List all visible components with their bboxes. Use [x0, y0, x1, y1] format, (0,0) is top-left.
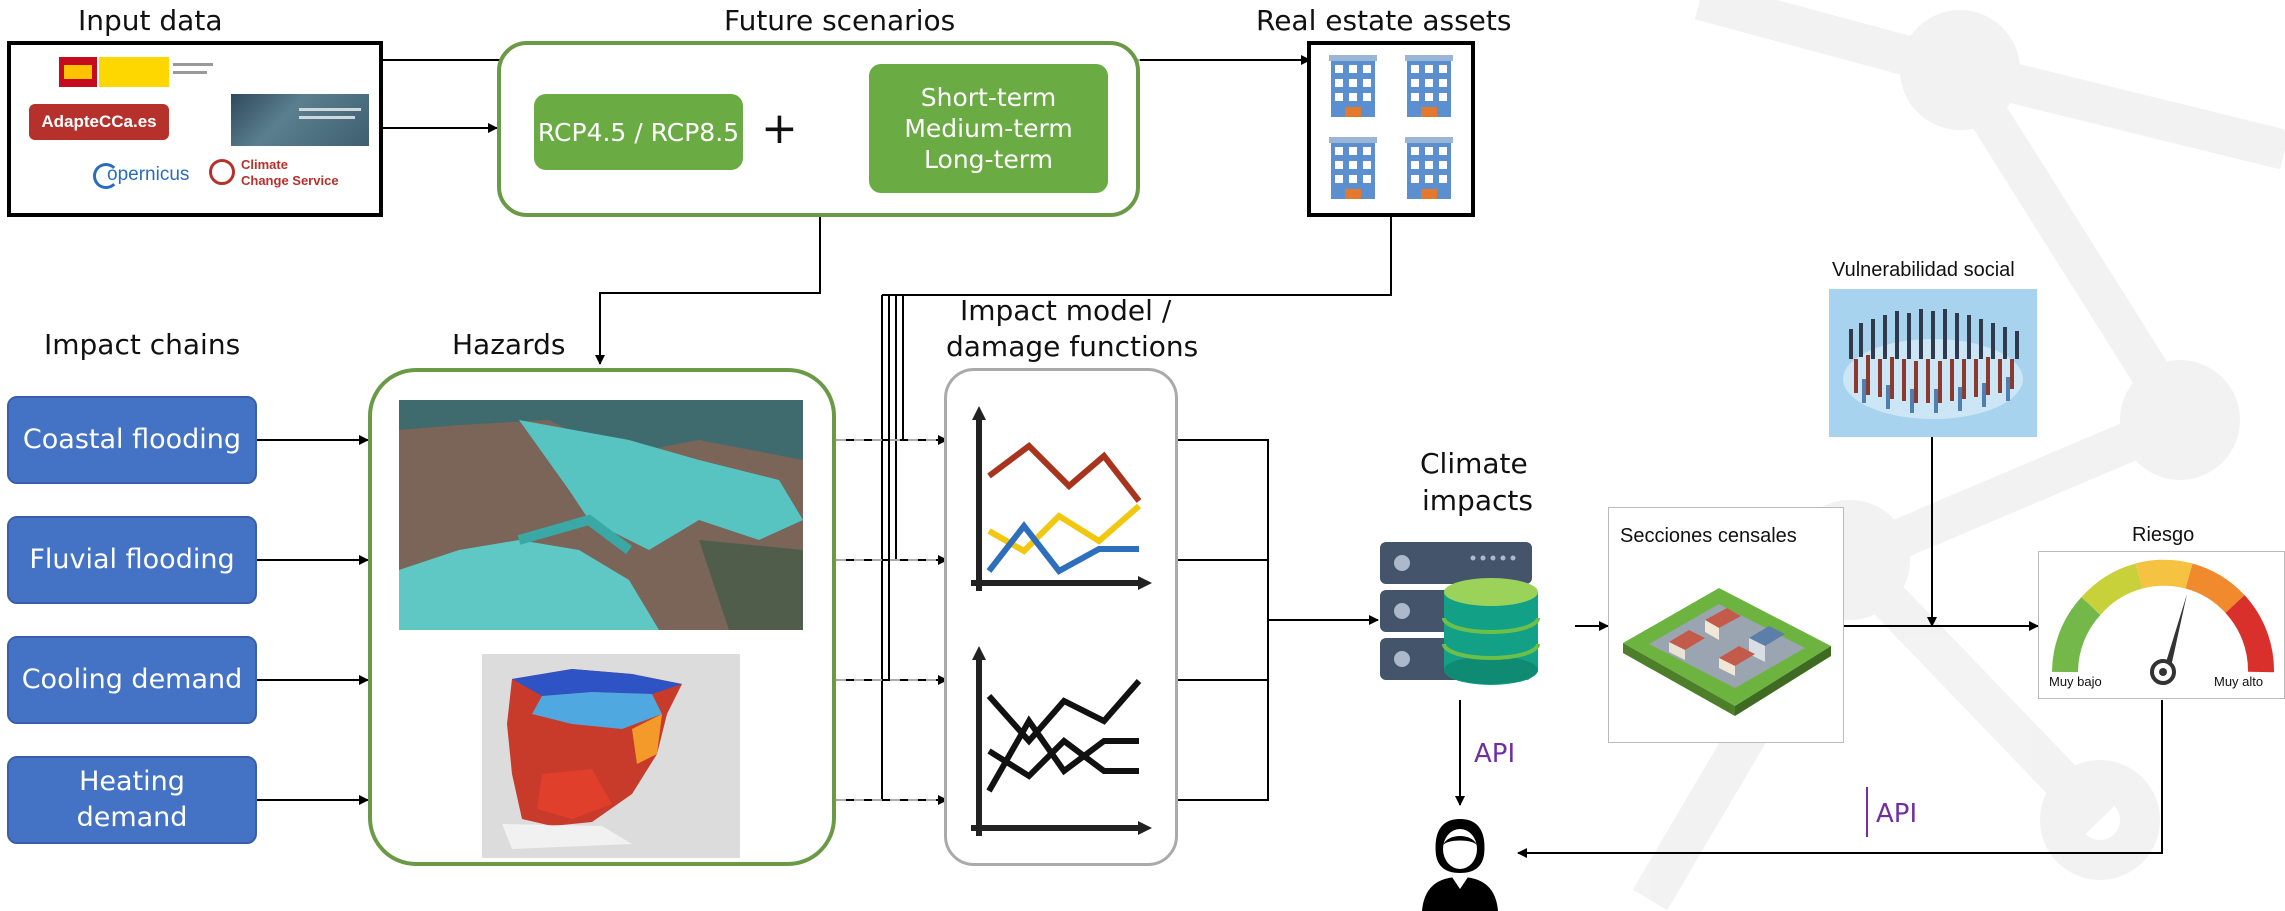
input-data-title: Input data [78, 4, 223, 37]
chain-label: Fluvial flooding [29, 544, 235, 575]
riesgo-title: Riesgo [2132, 524, 2195, 546]
city-block-isometric [1623, 588, 1831, 716]
vulnerabilidad-social-title: Vulnerabilidad social [1832, 259, 2015, 281]
long-term-label: Long-term [924, 145, 1053, 174]
flood-map-graphic [399, 400, 803, 630]
rcp-scenario-label: RCP4.5 / RCP8.5 [537, 117, 740, 147]
climate-logo-line2: Change Service [241, 173, 339, 188]
future-scenarios-title: Future scenarios [724, 4, 956, 37]
chain-cooling-demand: Cooling demand [7, 636, 257, 724]
rcp-scenario-box: RCP4.5 / RCP8.5 [534, 94, 743, 170]
impact-model-title-line2: damage functions [946, 330, 1199, 363]
real-estate-assets-box [1307, 41, 1475, 217]
climate-impacts-title-line1: Climate [1420, 447, 1528, 480]
plus-sign: + [761, 103, 798, 154]
damage-function-chart-colored [971, 406, 1152, 591]
hazards-title: Hazards [452, 328, 566, 361]
medium-term-label: Medium-term [904, 114, 1073, 143]
climate-impacts-title-line2: impacts [1422, 484, 1533, 517]
climate-change-service-logo: Climate Change Service [209, 155, 359, 195]
crowd-image [1829, 289, 2037, 437]
database-server-icon [1380, 542, 1540, 685]
chain-coastal-flooding: Coastal flooding [7, 396, 257, 484]
chain-fluvial-flooding: Fluvial flooding [7, 516, 257, 604]
copernicus-logo: opernicus [93, 159, 201, 199]
muy-alto-label: Muy alto [2214, 674, 2264, 689]
hazards-box [368, 368, 836, 866]
chain-heating-demand: Heating demand [7, 756, 257, 844]
impact-chains-title: Impact chains [44, 328, 241, 361]
adaptecca-logo: AdapteCCa.es [29, 104, 169, 140]
time-horizon-box: Short-term Medium-term Long-term [869, 64, 1108, 193]
riesgo-box: Muy bajo Muy alto [2038, 551, 2285, 699]
chain-label: Coastal flooding [22, 424, 242, 455]
adaptecca-text: AdapteCCa.es [41, 112, 157, 131]
chain-label-line2: demand [76, 802, 188, 833]
secciones-censales-title: Secciones censales [1620, 525, 1797, 547]
spain-government-logo [59, 57, 214, 87]
api-label-climate: API [1474, 739, 1516, 769]
risk-gauge [2052, 559, 2274, 685]
spain-hazard-map-image [482, 654, 740, 858]
user-icon [1422, 819, 1498, 911]
damage-function-chart-black [971, 646, 1152, 836]
chain-label: Cooling demand [21, 664, 243, 695]
input-data-box: AdapteCCa.es opernicus Climate Change Se… [7, 41, 383, 217]
visor-map-logo [231, 94, 369, 146]
short-term-label: Short-term [920, 83, 1057, 112]
future-scenarios-box: RCP4.5 / RCP8.5 + Short-term Medium-term… [497, 41, 1140, 217]
impact-model-box [944, 368, 1178, 866]
impact-model-title-line1: Impact model / [960, 294, 1172, 327]
copernicus-text: opernicus [107, 164, 190, 185]
muy-bajo-label: Muy bajo [2049, 674, 2102, 689]
coastal-flood-map-image [399, 400, 803, 630]
crowd-graphic [1843, 309, 2023, 419]
buildings-icon [1329, 55, 1453, 199]
spain-heatmap-graphic [482, 654, 740, 858]
climate-logo-line1: Climate [241, 157, 288, 172]
secciones-censales-box: Secciones censales [1608, 507, 1844, 743]
chain-label-line1: Heating [79, 766, 185, 797]
api-label-riesgo: API [1876, 799, 1918, 829]
real-estate-assets-title: Real estate assets [1256, 4, 1512, 37]
